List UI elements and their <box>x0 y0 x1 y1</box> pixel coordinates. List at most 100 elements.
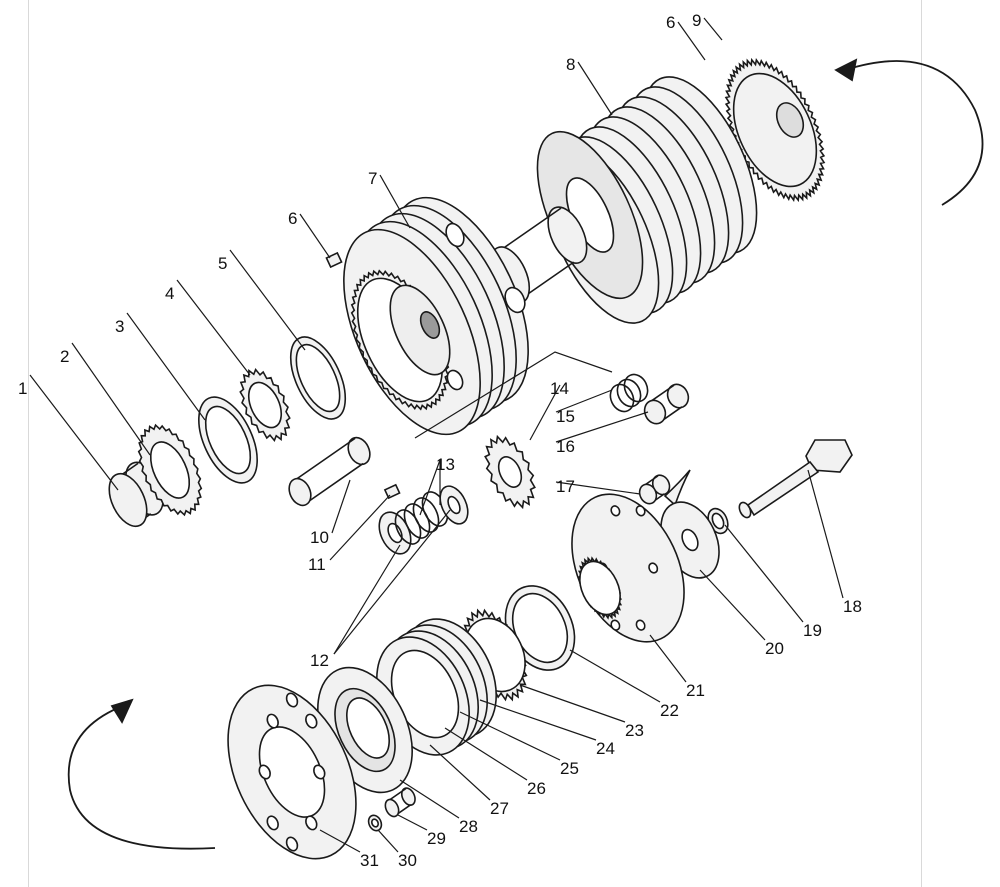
leader-line-10 <box>703 17 723 41</box>
label-25: 25 <box>560 759 579 778</box>
leader-line-13 <box>333 544 401 655</box>
insert-17-front <box>638 483 658 505</box>
ring-gear-9-web <box>732 72 818 188</box>
label-6a: 6 <box>288 209 298 228</box>
leader-line-28 <box>459 711 561 761</box>
leader-line-23 <box>699 569 766 641</box>
pin-10-front <box>288 477 312 507</box>
carrier-7-hole-2 <box>504 286 526 314</box>
cover-plate-31-hole-5 <box>258 764 271 780</box>
lug-6 <box>325 251 343 269</box>
plug-16 <box>643 383 690 425</box>
ring-5-hole <box>295 343 341 413</box>
cover-plate-31-hole-8 <box>305 713 318 729</box>
flange-21-bore <box>579 560 621 616</box>
rotation-arrow-bottom <box>67 704 216 850</box>
flange-21-bolt-hole-1 <box>648 562 659 574</box>
plug-16-front <box>643 399 667 425</box>
leader-line-11 <box>331 479 351 534</box>
leader-line-3 <box>126 312 206 421</box>
label-16: 16 <box>556 437 575 456</box>
cover-plate-31-hole-6 <box>266 713 279 729</box>
page-frame-left <box>28 0 29 887</box>
cover-plate-31-hole-4 <box>266 815 279 831</box>
cover-plate-31-hole-3 <box>285 836 299 852</box>
label-13: 13 <box>436 455 455 474</box>
label-14: 14 <box>550 379 569 398</box>
label-27: 27 <box>490 799 509 818</box>
carrier-7-plate <box>389 284 451 376</box>
label-3: 3 <box>115 317 125 336</box>
key-11 <box>383 483 401 500</box>
label-30: 30 <box>398 851 417 870</box>
label-23: 23 <box>625 721 644 740</box>
washer-30-hole <box>370 818 380 828</box>
carrier-7-hole-3 <box>446 369 464 391</box>
spring-15-coil-1 <box>609 383 635 413</box>
plug-16-back <box>666 383 690 409</box>
washer-3-hole <box>204 405 252 475</box>
label-21: 21 <box>686 681 705 700</box>
leader-line-14 <box>333 509 451 655</box>
label-15: 15 <box>556 407 575 426</box>
housing-28-bore <box>346 697 390 759</box>
planet-gear-14-bore <box>497 456 523 488</box>
insert-17 <box>638 474 671 505</box>
cover-plate-31-hole-1 <box>313 764 326 780</box>
pin-10-back <box>347 436 371 466</box>
leader-line-33 <box>377 829 399 853</box>
page-frame-right <box>921 0 922 887</box>
label-9: 9 <box>692 11 702 30</box>
leader-line-1 <box>29 374 119 491</box>
leader-line-20 <box>555 481 641 495</box>
carrier-7-hub <box>419 311 441 339</box>
spring-15-coil-3 <box>623 373 649 403</box>
rotation-arrowhead-top <box>834 58 858 82</box>
flange-21-bolt-hole-3 <box>610 619 621 631</box>
label-11: 11 <box>308 555 326 574</box>
bolt-18-tip <box>738 501 752 519</box>
clip-17 <box>663 469 691 507</box>
label-7: 7 <box>368 169 378 188</box>
leader-line-22 <box>724 524 804 623</box>
spring-15-coil-2 <box>616 378 642 408</box>
leader-line-32 <box>397 814 428 831</box>
leader-line-6 <box>299 213 331 259</box>
label-24: 24 <box>596 739 615 758</box>
label-6b: 6 <box>666 13 676 32</box>
leader-line-9 <box>677 21 706 61</box>
bolt-29 <box>384 787 416 818</box>
ring-gear-9-hub <box>775 102 805 138</box>
washer-19-hole <box>711 512 725 530</box>
leader-line-7 <box>379 174 411 229</box>
leader-line-19 <box>555 411 649 443</box>
leader-line-18 <box>555 389 613 413</box>
label-12: 12 <box>310 651 329 670</box>
leader-line-17 <box>529 384 561 441</box>
pin-10-sides <box>295 437 364 506</box>
pin-10 <box>288 436 371 507</box>
washer-12a-hole <box>387 522 403 544</box>
cover-plate-31-hole-2 <box>305 815 318 831</box>
bolt-29-front <box>384 798 400 818</box>
gear-4-bore <box>247 381 283 429</box>
label-10: 10 <box>310 528 329 547</box>
washer-12b-hole <box>447 495 461 515</box>
leader-line-15 <box>419 459 441 516</box>
leader-line-8 <box>577 61 613 116</box>
label-22: 22 <box>660 701 679 720</box>
carrier-7-hole-1 <box>445 222 465 248</box>
label-4: 4 <box>165 284 175 303</box>
rotation-arrowhead-bottom <box>110 698 134 724</box>
spring-13-coil-3 <box>412 497 440 533</box>
label-19: 19 <box>803 621 822 640</box>
flange-21-bolt-hole-2 <box>635 619 646 631</box>
label-8: 8 <box>566 55 576 74</box>
label-31: 31 <box>360 851 379 870</box>
leader-line-27 <box>479 699 597 741</box>
rotation-arrow-top <box>844 60 984 206</box>
leader-line-29 <box>444 727 528 781</box>
leader-line-12 <box>329 494 391 561</box>
leader-line-24 <box>649 634 687 683</box>
